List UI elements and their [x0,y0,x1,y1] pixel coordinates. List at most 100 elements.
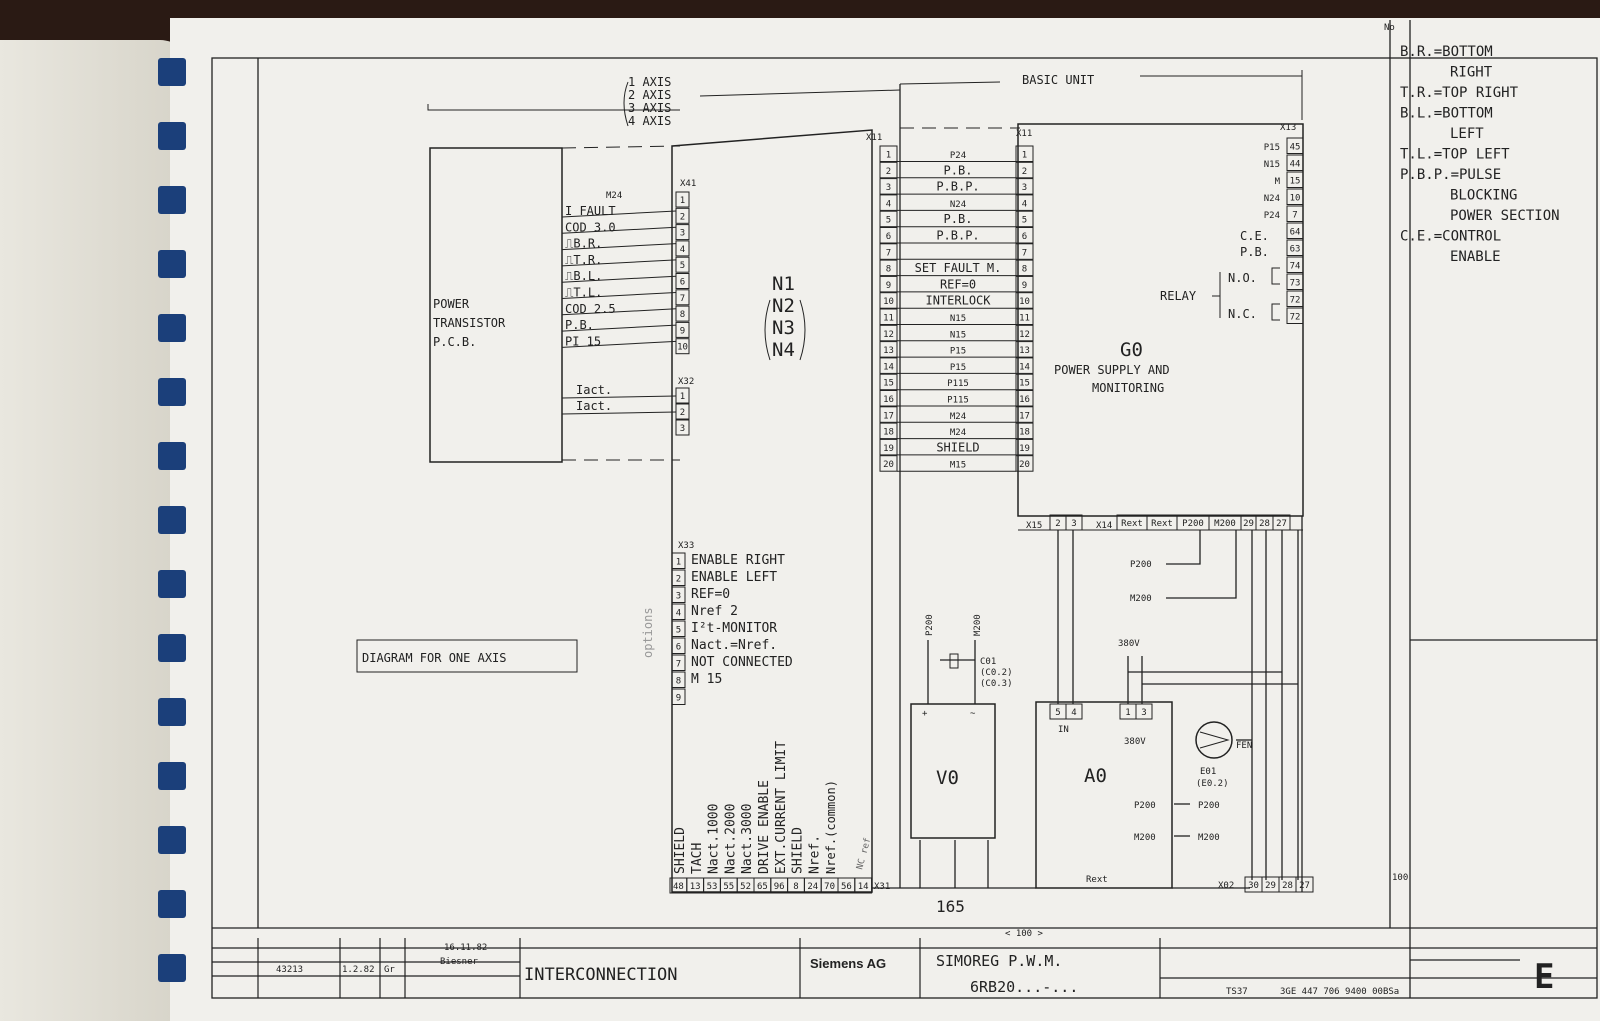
x11-right-pin-box [1015,259,1034,277]
pcb-label-line: POWER [433,297,470,311]
x41-signal: ⎍T.R. [565,253,602,267]
bus-signal: SHIELD [936,440,979,454]
x33-pin-box [671,688,686,705]
bus-signal: SET FAULT M. [915,261,1002,275]
x41-wire [561,226,677,234]
axis-item: 4 AXIS [628,114,671,128]
x11-left-pin: 19 [883,444,894,454]
x13-pin-box [1286,154,1304,171]
x33-pin-box [671,569,686,586]
x11-right-pin: 11 [1019,314,1030,324]
x32-tag: X32 [678,377,694,387]
x41-pin: 7 [680,294,685,304]
title-block-lines [212,938,1597,998]
v0-minus: ~ [970,709,976,719]
x33-signal: NOT CONNECTED [691,655,793,670]
x33-pin: 5 [676,626,681,636]
x11-right-pin: 15 [1019,379,1030,389]
legend-line: RIGHT [1450,65,1493,81]
x14-pin: 28 [1259,519,1270,529]
x33-signal: Nact.=Nref. [691,638,777,653]
x31-pin-box [854,877,873,894]
x31-signal: Nact.2000 [723,804,738,874]
x11-right-pin-box [1015,161,1034,179]
bus-signal: P15 [950,347,966,357]
x41-pin-box [675,321,690,338]
x31-pin: 65 [757,882,768,892]
x15-tag: X15 [1026,521,1042,531]
x11-left-pin: 7 [886,248,891,258]
capacitor-c01: C01(C0.2)(C0.3) [949,653,1013,689]
x41-pin-box [675,207,690,224]
bus-signal: INTERLOCK [925,294,991,308]
x11-right-pin: 14 [1019,362,1030,372]
x11-right-pin: 3 [1022,183,1027,193]
x11-left-pin: 1 [886,151,891,161]
x11-right-pin: 9 [1022,281,1027,291]
relay-bracket [1212,272,1221,318]
x11-right-pin-box [1015,210,1034,228]
x11-left-pin-box [879,341,898,358]
x32-signal: Iact. [576,383,612,397]
relay-no: N.O. [1228,271,1257,285]
title-block: 43213 1.2.82 Gr 16.11.82 Biesner INTERCO… [276,943,1554,997]
pcb-label-line: TRANSISTOR [433,316,506,330]
x41-wire [561,308,677,316]
x11-right-pin-box [1015,227,1034,244]
x14-pin: P200 [1182,519,1204,529]
x02-pin: 28 [1282,881,1293,891]
legend-line: B.R.=BOTTOM [1400,44,1493,60]
x13-pin-box [1286,188,1304,205]
x41-pin: 5 [680,261,685,271]
a0-rext: Rext [1086,875,1108,885]
x41-pin-box [675,240,690,257]
x33-pin: 4 [676,609,681,619]
x33-signal: REF=0 [691,587,730,602]
legend-line: T.R.=TOP RIGHT [1400,85,1519,101]
x13-pin: 15 [1290,177,1301,187]
x31-signal: EXT.CURRENT LIMIT [774,741,789,874]
power-transistor-pcb-box [429,147,563,463]
c01-label: (C0.3) [980,679,1013,689]
x13-tag: X13 [1280,123,1296,133]
x31-signal: Nref. [807,835,822,874]
x11-right-pin: 18 [1019,428,1030,438]
x33-pin: 8 [676,677,681,687]
x31-pin: 14 [858,882,869,892]
x32-pin: 2 [680,408,685,418]
v0-box [910,703,996,839]
x31-tag: X31 [874,882,890,892]
bus-signal: P.B.P. [936,180,979,194]
x11-left-pin: 18 [883,428,894,438]
diagram-note-box [356,639,578,673]
bus-signal: P115 [947,379,969,389]
x11-left-pin-box [879,308,898,325]
x41-pin-box [675,273,690,289]
n-name: N4 [772,339,795,361]
x32-pin-box [675,419,690,436]
x31-signal: Nref.(common) [824,780,838,874]
a0-box [1035,701,1173,889]
x11-left-pin-box [879,390,898,407]
x31-pin: 56 [841,882,852,892]
x33-pin: 3 [676,592,681,602]
bus-signal: P24 [950,151,966,161]
bus-signal: N15 [950,330,966,340]
x32-pin: 1 [680,392,685,402]
n-unit-box [671,129,873,893]
x41-pin: 1 [680,196,685,206]
basic-unit-label: BASIC UNIT [1022,73,1094,87]
x11-right-pin-box [1015,145,1034,162]
x13-label: P24 [1264,211,1280,221]
n-name: N2 [772,295,795,317]
x11-left-pin: 6 [886,232,891,242]
